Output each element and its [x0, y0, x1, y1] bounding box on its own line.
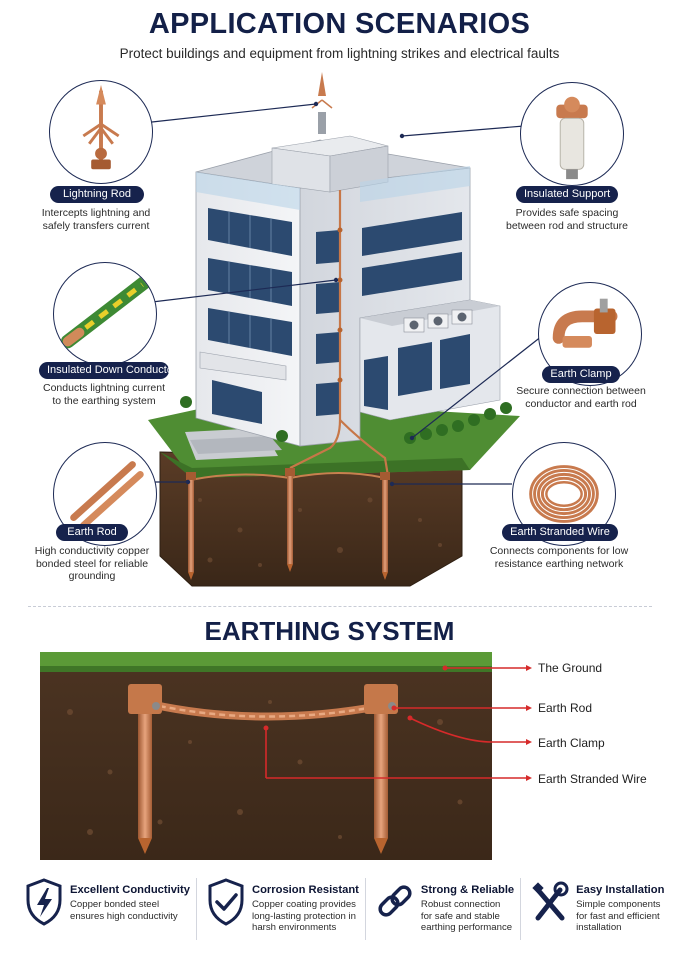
page-title: APPLICATION SCENARIOS: [148, 8, 531, 40]
feature-title: Corrosion Resistant: [251, 884, 359, 896]
feature-desc: Copper coating provides long-lasting pro…: [251, 899, 356, 933]
lightning-rod-icon: [49, 80, 153, 184]
desc-insulated-down-conductor: Conducts lightning current to the earthi…: [43, 382, 165, 407]
building-illustration: [148, 72, 543, 587]
features-bar: Excellent Conductivity Copper bonded ste…: [14, 872, 666, 952]
page-subtitle: Protect buildings and equipment from lig…: [119, 46, 560, 61]
label-earth-stranded-wire: Earth Stranded Wire: [502, 524, 618, 541]
label-insulated-down-conductor: Insulated Down Conductor: [39, 362, 177, 379]
feature-title: Strong & Reliable: [420, 884, 515, 896]
label-earth-rod: Earth Rod: [56, 524, 128, 541]
feature-desc: Simple components for fast and efficient…: [576, 899, 661, 933]
earthing-title: EARTHING SYSTEM: [204, 616, 455, 646]
desc-earth-clamp: Secure connection between conductor and …: [516, 385, 646, 410]
label-lightning-rod: Lightning Rod: [50, 186, 144, 203]
chain-link-icon: [375, 878, 415, 926]
desc-insulated-support: Provides safe spacing between rod and st…: [506, 207, 628, 232]
desc-earth-stranded-wire: Connects components for low resistance e…: [489, 545, 629, 570]
cable-icon: [53, 262, 157, 366]
section-divider: [28, 606, 652, 607]
tools-icon: [530, 878, 570, 926]
desc-earth-rod: High conductivity copper bonded steel fo…: [34, 545, 150, 582]
callout-earth-stranded-wire: Earth Stranded Wire: [538, 772, 647, 786]
callout-earth-clamp: Earth Clamp: [538, 736, 605, 750]
feature-reliable: Strong & Reliable Robust connection for …: [364, 872, 520, 952]
feature-title: Easy Installation: [576, 884, 665, 896]
feature-corrosion: Corrosion Resistant Copper coating provi…: [195, 872, 365, 952]
earthing-diagram: [40, 652, 492, 860]
feature-desc: Copper bonded steel ensures high conduct…: [70, 899, 178, 922]
feature-conductivity: Excellent Conductivity Copper bonded ste…: [14, 872, 196, 952]
label-insulated-support: Insulated Support: [516, 186, 618, 203]
callout-the-ground: The Ground: [538, 661, 603, 675]
shield-bolt-icon: [24, 878, 64, 926]
label-earth-clamp: Earth Clamp: [542, 366, 620, 383]
callout-earth-rod: Earth Rod: [538, 701, 593, 715]
feature-title: Excellent Conductivity: [70, 884, 190, 896]
insulated-support-icon: [520, 82, 624, 186]
desc-lightning-rod: Intercepts lightning and safely transfer…: [41, 207, 151, 232]
callout-lines: [492, 665, 532, 781]
feature-desc: Robust connection for safe and stable ea…: [420, 899, 513, 933]
shield-check-icon: [206, 878, 246, 926]
feature-installation: Easy Installation Simple components for …: [520, 872, 670, 952]
